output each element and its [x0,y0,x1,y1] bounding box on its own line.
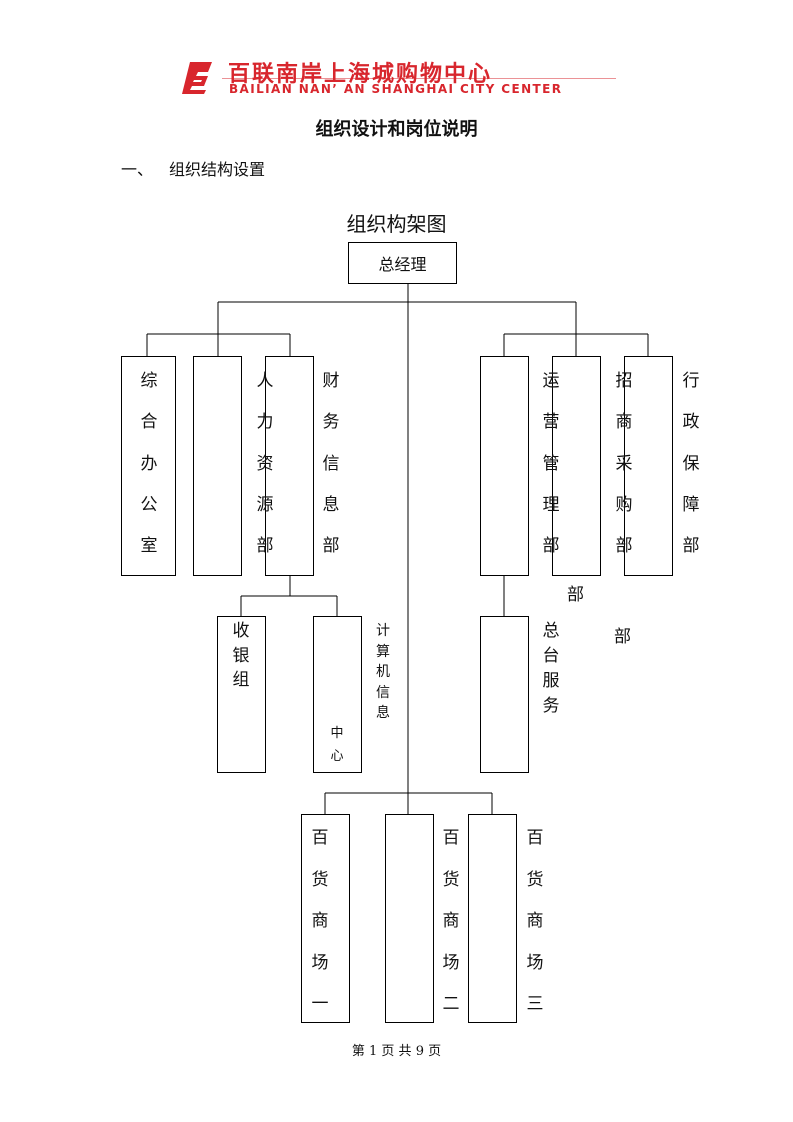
group-label-computer-center: 中心 [329,727,345,763]
stray-label-bu-1: 部 [567,585,584,605]
vertical-char: 百 [442,828,460,848]
store-box-2 [385,814,434,1023]
vertical-char: 运 [542,371,560,391]
vertical-char: 收 [232,621,250,641]
vertical-char: 息 [322,494,340,515]
dept-box-3 [265,356,314,576]
vertical-char: 三 [526,994,544,1014]
vertical-char: 人 [256,371,274,391]
dept-box-4 [480,356,529,576]
brand-name-english: BAILIAN NAN’ AN SHANGHAI CITY CENTER [229,82,563,96]
vertical-char: 保 [682,453,700,474]
dept-box-1 [121,356,176,576]
vertical-char: 室 [140,536,158,556]
vertical-char: 心 [330,749,344,764]
page-footer: 第 1 页 共 9 页 [351,1044,442,1059]
vertical-char: 部 [256,536,274,556]
dept-label-admin: 行政保障部 [681,373,701,555]
vertical-char: 务 [322,412,340,433]
vertical-char: 货 [442,869,460,890]
vertical-char: 理 [542,494,560,515]
vertical-char: 务 [542,696,560,716]
vertical-char: 百 [526,828,544,848]
vertical-char: 部 [615,536,633,556]
vertical-char: 采 [615,453,633,474]
vertical-char: 机 [376,664,390,680]
vertical-char: 商 [526,911,544,931]
dept-label-general-office: 综合办公室 [139,373,159,555]
dept-box-2 [193,356,242,576]
vertical-char: 二 [442,994,460,1014]
vertical-char: 信 [322,453,340,474]
vertical-char: 部 [542,536,560,556]
vertical-char: 财 [322,371,340,391]
dept-box-6 [624,356,673,576]
bailian-logo-icon [182,62,212,94]
vertical-char: 场 [442,952,460,973]
vertical-char: 组 [232,670,250,690]
document-title: 组织设计和岗位说明 [315,119,478,140]
dept-label-merchandising: 招商采购部 [614,373,634,555]
cashier-group-box [217,616,266,773]
store-label-1: 百货商场一 [310,830,330,1013]
store-label-3: 百货商场三 [525,830,545,1013]
stray-label-bu-2: 部 [614,627,631,647]
vertical-char: 台 [542,646,560,666]
vertical-char: 部 [322,536,340,556]
vertical-char: 公 [140,494,158,515]
group-label-front-desk: 总台服务 [541,623,561,715]
vertical-char: 政 [682,412,700,433]
front-desk-box [480,616,529,773]
group-label-cashier: 收银组 [231,623,251,689]
logo-divider [222,78,616,79]
vertical-char: 百 [311,828,329,848]
vertical-char: 资 [256,453,274,474]
dept-label-finance: 财务信息部 [321,373,341,555]
vertical-char: 营 [542,412,560,433]
vertical-char: 场 [311,952,329,973]
store-label-2: 百货商场二 [441,830,461,1013]
vertical-char: 综 [140,371,158,391]
org-chart-title: 组织构架图 [346,212,447,236]
vertical-char: 场 [526,952,544,973]
vertical-char: 中 [330,726,344,741]
group-label-computer-info: 计算机信息 [375,624,391,720]
vertical-char: 货 [311,869,329,890]
vertical-char: 总 [542,621,560,641]
vertical-char: 行 [682,371,700,391]
dept-label-hr: 人力资源部 [255,373,275,555]
vertical-char: 商 [442,911,460,931]
vertical-char: 信 [376,684,390,701]
vertical-char: 计 [376,623,390,639]
vertical-char: 商 [311,911,329,931]
dept-label-operations: 运营管理部 [541,373,561,555]
vertical-char: 息 [376,705,390,721]
vertical-char: 部 [682,536,700,556]
brand-name-chinese: 百联南岸上海城购物中心 [228,62,493,87]
vertical-char: 办 [140,453,158,474]
dept-box-5 [552,356,601,576]
computer-center-box [313,616,362,773]
section-number: 一、 [121,160,154,179]
general-manager-box: 总经理 [348,242,457,284]
vertical-char: 源 [256,494,274,515]
vertical-char: 服 [542,671,560,691]
vertical-char: 招 [615,371,633,391]
vertical-char: 购 [615,494,633,515]
vertical-char: 算 [376,643,390,660]
store-box-3 [468,814,517,1023]
vertical-char: 一 [311,994,329,1014]
section-title: 组织结构设置 [169,160,266,179]
vertical-char: 银 [232,645,250,666]
store-box-1 [301,814,350,1023]
vertical-char: 障 [682,494,700,515]
vertical-char: 合 [140,412,158,433]
vertical-char: 力 [256,412,274,433]
vertical-char: 管 [542,453,560,474]
vertical-char: 商 [615,412,633,433]
vertical-char: 货 [526,869,544,890]
